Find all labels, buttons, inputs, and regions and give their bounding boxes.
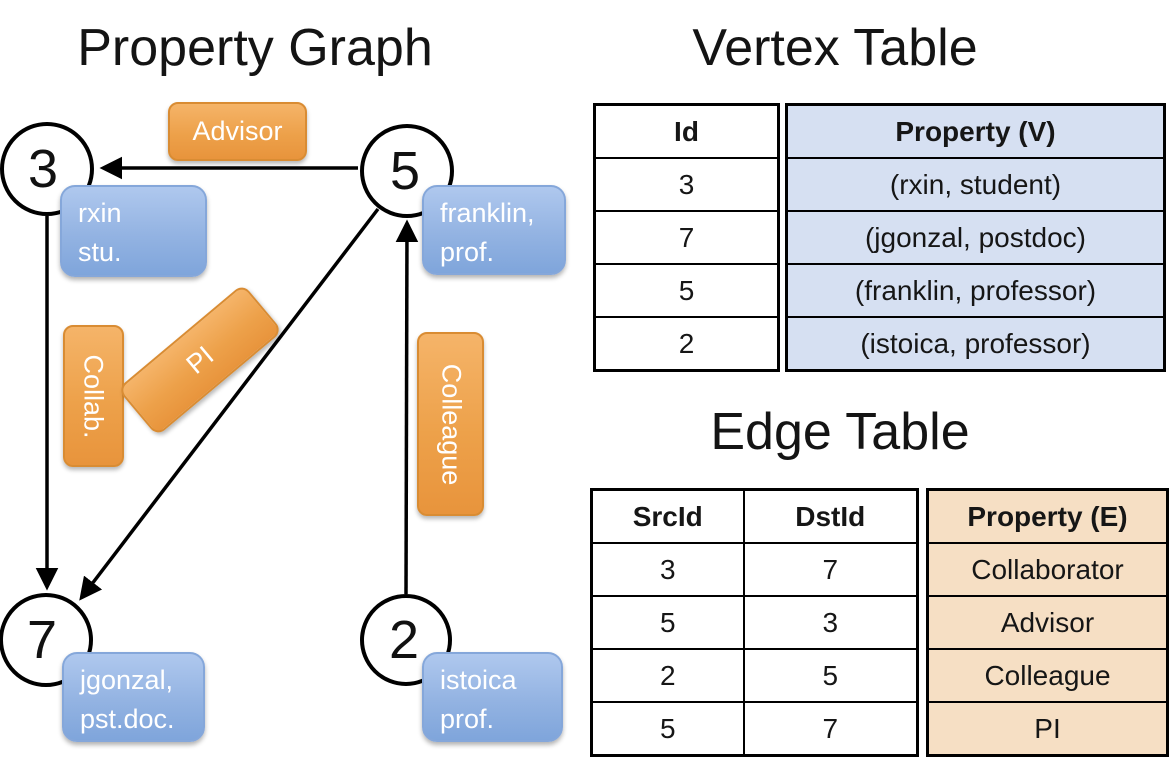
edge-table-title: Edge Table [710,403,970,461]
vertex-5-property-line1: franklin, [440,198,535,228]
vertex-3-property-label: rxin stu. [60,185,207,277]
edge-colleague-2-to-5 [395,219,419,595]
edge-srcid-cell: 5 [590,701,745,757]
table-row: 3 [593,157,780,212]
edge-property-cell: Colleague [926,648,1169,703]
vertex-id-cell: 7 [593,210,780,265]
edge-label-collab: Collab. [63,325,124,467]
table-row: 5 3 [590,595,919,650]
vertex-id-cell: 2 [593,316,780,372]
edge-property-cell: Advisor [926,595,1169,650]
vertex-3-id: 3 [27,139,59,199]
vertex-property-table: Property (V) (rxin, student) (jgonzal, p… [785,103,1166,372]
vertex-7-id: 7 [26,610,58,670]
edge-dstid-cell: 7 [742,542,919,597]
vertex-id-cell: 3 [593,157,780,212]
table-row: Collaborator [926,542,1169,597]
vertex-property-header: Property (V) [785,103,1166,159]
vertex-7-property-line2: pst.doc. [80,704,175,735]
edge-srcid-cell: 3 [590,542,745,597]
vertex-7-property-label: jgonzal, pst.doc. [62,652,205,742]
edge-srcid-cell: 2 [590,648,745,703]
table-row: 3 7 [590,542,919,597]
edge-dstid-cell: 3 [742,595,919,650]
table-row: 2 5 [590,648,919,703]
edge-property-header: Property (E) [926,488,1169,544]
vertex-table-title: Vertex Table [692,19,978,77]
vertex-5-property-line2: prof. [440,237,495,268]
vertex-5-property-label: franklin, prof. [422,185,566,275]
table-row: (franklin, professor) [785,263,1166,318]
vertex-3-property-line2: stu. [78,237,122,268]
vertex-2-property-line1: istoica [440,665,517,695]
edge-id-table: SrcId DstId 3 7 5 3 2 5 5 7 [590,488,919,757]
vertex-7-property-line1: jgonzal, [80,665,174,695]
vertex-5-id: 5 [389,141,421,201]
edge-table: SrcId DstId 3 7 5 3 2 5 5 7 Property (E)… [590,488,1169,757]
table-row: 5 7 [590,701,919,757]
edge-label-colleague-text: Colleague [436,363,466,485]
table-row: Advisor [926,595,1169,650]
vertex-property-cell: (franklin, professor) [785,263,1166,318]
vertex-table: Id 3 7 5 2 Property (V) (rxin, student) … [593,103,1166,372]
edge-dstid-cell: 5 [742,648,919,703]
edge-dstid-cell: 7 [742,701,919,757]
edge-label-advisor-text: Advisor [192,116,283,146]
edge-property-cell: PI [926,701,1169,757]
table-row: 7 [593,210,780,265]
table-row: PI [926,701,1169,757]
table-row: (jgonzal, postdoc) [785,210,1166,265]
edge-pi-5-to-7 [79,207,380,601]
edge-label-pi-text: PI [180,339,220,380]
edge-srcid-cell: 5 [590,595,745,650]
table-row: 2 [593,316,780,372]
vertex-id-cell: 5 [593,263,780,318]
edge-label-collab-text: Collab. [79,353,110,439]
table-row: (istoica, professor) [785,316,1166,372]
vertex-id-header: Id [593,103,780,159]
vertex-property-cell: (rxin, student) [785,157,1166,212]
vertex-3-property-line1: rxin [78,198,122,228]
vertex-property-cell: (istoica, professor) [785,316,1166,372]
edge-label-colleague: Colleague [417,332,484,516]
property-graph-title: Property Graph [77,19,433,77]
vertex-2-id: 2 [388,610,420,670]
edge-property-cell: Collaborator [926,542,1169,597]
table-row: (rxin, student) [785,157,1166,212]
edge-label-advisor: Advisor [168,102,307,161]
vertex-id-table: Id 3 7 5 2 [593,103,780,372]
table-row: Colleague [926,648,1169,703]
edge-srcid-header: SrcId [590,488,745,544]
vertex-2-property-label: istoica prof. [422,652,563,742]
edge-property-table: Property (E) Collaborator Advisor Collea… [926,488,1169,757]
edge-dstid-header: DstId [742,488,919,544]
table-row: 5 [593,263,780,318]
vertex-2-property-line2: prof. [440,704,495,735]
vertex-property-cell: (jgonzal, postdoc) [785,210,1166,265]
